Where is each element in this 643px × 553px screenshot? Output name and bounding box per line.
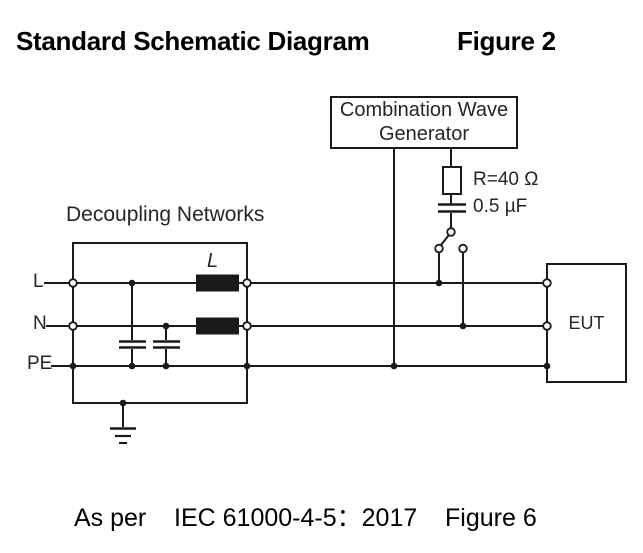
terminal-label-n: N <box>33 313 47 334</box>
inductor-symbol-n <box>196 317 239 335</box>
standard-reference-caption: As per IEC 61000-4-5：2017 Figure 6 <box>74 504 537 532</box>
resistor-value-label: R=40 Ω <box>473 169 539 190</box>
capacitor-value-label: 0.5 µF <box>473 196 528 217</box>
capacitor-symbol <box>438 203 466 213</box>
page-title: Standard Schematic Diagram <box>16 26 370 56</box>
terminal-label-pe: PE <box>27 353 53 374</box>
decoupling-capacitor-1 <box>119 283 146 366</box>
figure-number-label: Figure 2 <box>457 26 556 56</box>
earth-ground-icon <box>110 403 136 444</box>
eut-label: EUT <box>568 312 605 333</box>
inductor-label: L <box>207 250 219 272</box>
inductor-symbol-l <box>196 274 239 292</box>
decoupling-box-outline <box>72 242 248 404</box>
junction-dots <box>69 279 551 407</box>
combination-wave-generator-label: Combination Wave Generator <box>339 99 509 145</box>
resistor-symbol <box>442 166 462 195</box>
switch-symbol <box>438 234 464 326</box>
decoupling-networks-label: Decoupling Networks <box>66 203 265 226</box>
terminal-label-l: L <box>33 271 44 292</box>
decoupling-capacitor-2 <box>153 326 180 366</box>
eut-box: EUT <box>546 263 627 383</box>
terminal-circles <box>68 227 552 331</box>
combination-wave-generator-box: Combination Wave Generator <box>330 96 518 149</box>
